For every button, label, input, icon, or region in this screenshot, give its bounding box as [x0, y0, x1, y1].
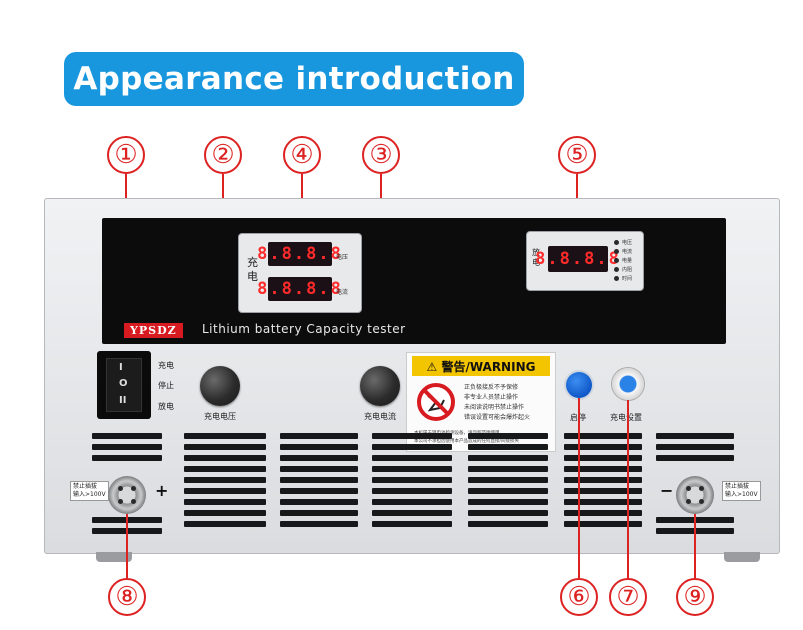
indicator-dot	[614, 267, 619, 272]
brand-subtitle: Lithium battery Capacity tester	[202, 322, 406, 336]
brand-logo: YPSDZ	[124, 323, 183, 338]
indicator-label: 内阻	[622, 267, 633, 273]
callout-8: ⑧	[108, 578, 146, 616]
indicator-label: 时间	[622, 276, 633, 282]
indicator-label: 电量	[622, 258, 633, 264]
vent-grille	[656, 433, 734, 466]
charge-voltage-display: 8.8.8.8	[257, 242, 343, 266]
callout-4: ④	[283, 136, 321, 174]
charge-settings-label: 充电设置	[610, 413, 642, 422]
charge-current-knob[interactable]	[360, 366, 400, 406]
callout-7: ⑦	[609, 578, 647, 616]
vent-grille	[280, 433, 358, 532]
negative-sign: −	[660, 481, 674, 500]
leader-line-8	[126, 514, 128, 578]
callout-5: ⑤	[558, 136, 596, 174]
charge-current-unit: 电流	[336, 289, 349, 296]
switch-label-stop: 停止	[158, 381, 174, 390]
start-stop-button[interactable]	[566, 372, 592, 398]
charge-settings-button[interactable]	[612, 368, 644, 400]
leader-line-6	[578, 398, 580, 578]
charge-voltage-unit: 电压	[336, 254, 349, 261]
indicator-dot	[614, 258, 619, 263]
leader-line-9	[694, 514, 696, 578]
discharge-display: 8.8.8.8	[535, 246, 619, 272]
charge-current-display: 8.8.8.8	[257, 277, 343, 301]
switch-mark-stop: O	[119, 378, 128, 389]
charge-voltage-knob[interactable]	[200, 366, 240, 406]
connector-pin	[118, 486, 123, 491]
vent-grille	[372, 433, 452, 532]
warning-line: 未阅读说明书禁止操作	[464, 404, 525, 411]
callout-6: ⑥	[560, 578, 598, 616]
connector-pin	[118, 499, 123, 504]
charge-current-knob-label: 充电电流	[364, 412, 396, 421]
connector-pin	[699, 499, 704, 504]
callout-9: ⑨	[676, 578, 714, 616]
callout-2: ②	[204, 136, 242, 174]
charge-meter-label: 充 电	[247, 256, 258, 283]
callout-3: ③	[362, 136, 400, 174]
section-title: Appearance introduction	[64, 52, 524, 106]
charge-voltage-knob-label: 充电电压	[204, 412, 236, 421]
device-foot-right	[724, 552, 760, 562]
connector-pin	[686, 499, 691, 504]
warning-line: 错误设置可能会爆炸起火	[464, 414, 531, 421]
indicator-label: 电压	[622, 240, 633, 246]
warning-footnote: 本机属于锂电池检测设备，请勿超范围使用	[414, 431, 500, 436]
indicator-label: 电流	[622, 249, 633, 255]
vent-grille	[92, 433, 162, 466]
negative-output-connector[interactable]	[676, 476, 714, 514]
indicator-dot	[614, 276, 619, 281]
indicator-dot	[614, 249, 619, 254]
switch-mark-discharge: II	[119, 395, 127, 406]
warning-header: ⚠ 警告/WARNING	[412, 356, 550, 376]
callout-1: ①	[107, 136, 145, 174]
warning-line: 非专业人员禁止操作	[464, 394, 519, 401]
connector-pin	[686, 486, 691, 491]
connector-pin	[131, 486, 136, 491]
warning-line: 正负极接反不予保修	[464, 384, 519, 391]
discharge-meter-label: 放 电	[532, 248, 540, 267]
no-touch-icon	[417, 383, 455, 421]
warning-footnote: 本公司不承担因使用本产品造成的任何直接/间接损失	[414, 439, 520, 444]
mode-switch-rocker[interactable]	[106, 358, 142, 412]
left-connector-label: 禁止插拔 输入>100V	[70, 481, 109, 501]
switch-label-discharge: 放电	[158, 402, 174, 411]
vent-grille	[184, 433, 266, 532]
right-connector-label: 禁止插拔 输入>100V	[722, 481, 761, 501]
indicator-dot	[614, 240, 619, 245]
vent-grille	[564, 433, 642, 532]
device-foot-left	[96, 552, 132, 562]
vent-grille	[468, 433, 548, 532]
leader-line-7	[627, 400, 629, 578]
switch-mark-charge: I	[119, 362, 123, 373]
switch-label-charge: 充电	[158, 361, 174, 370]
positive-output-connector[interactable]	[108, 476, 146, 514]
connector-pin	[699, 486, 704, 491]
positive-sign: +	[155, 481, 169, 500]
connector-pin	[131, 499, 136, 504]
